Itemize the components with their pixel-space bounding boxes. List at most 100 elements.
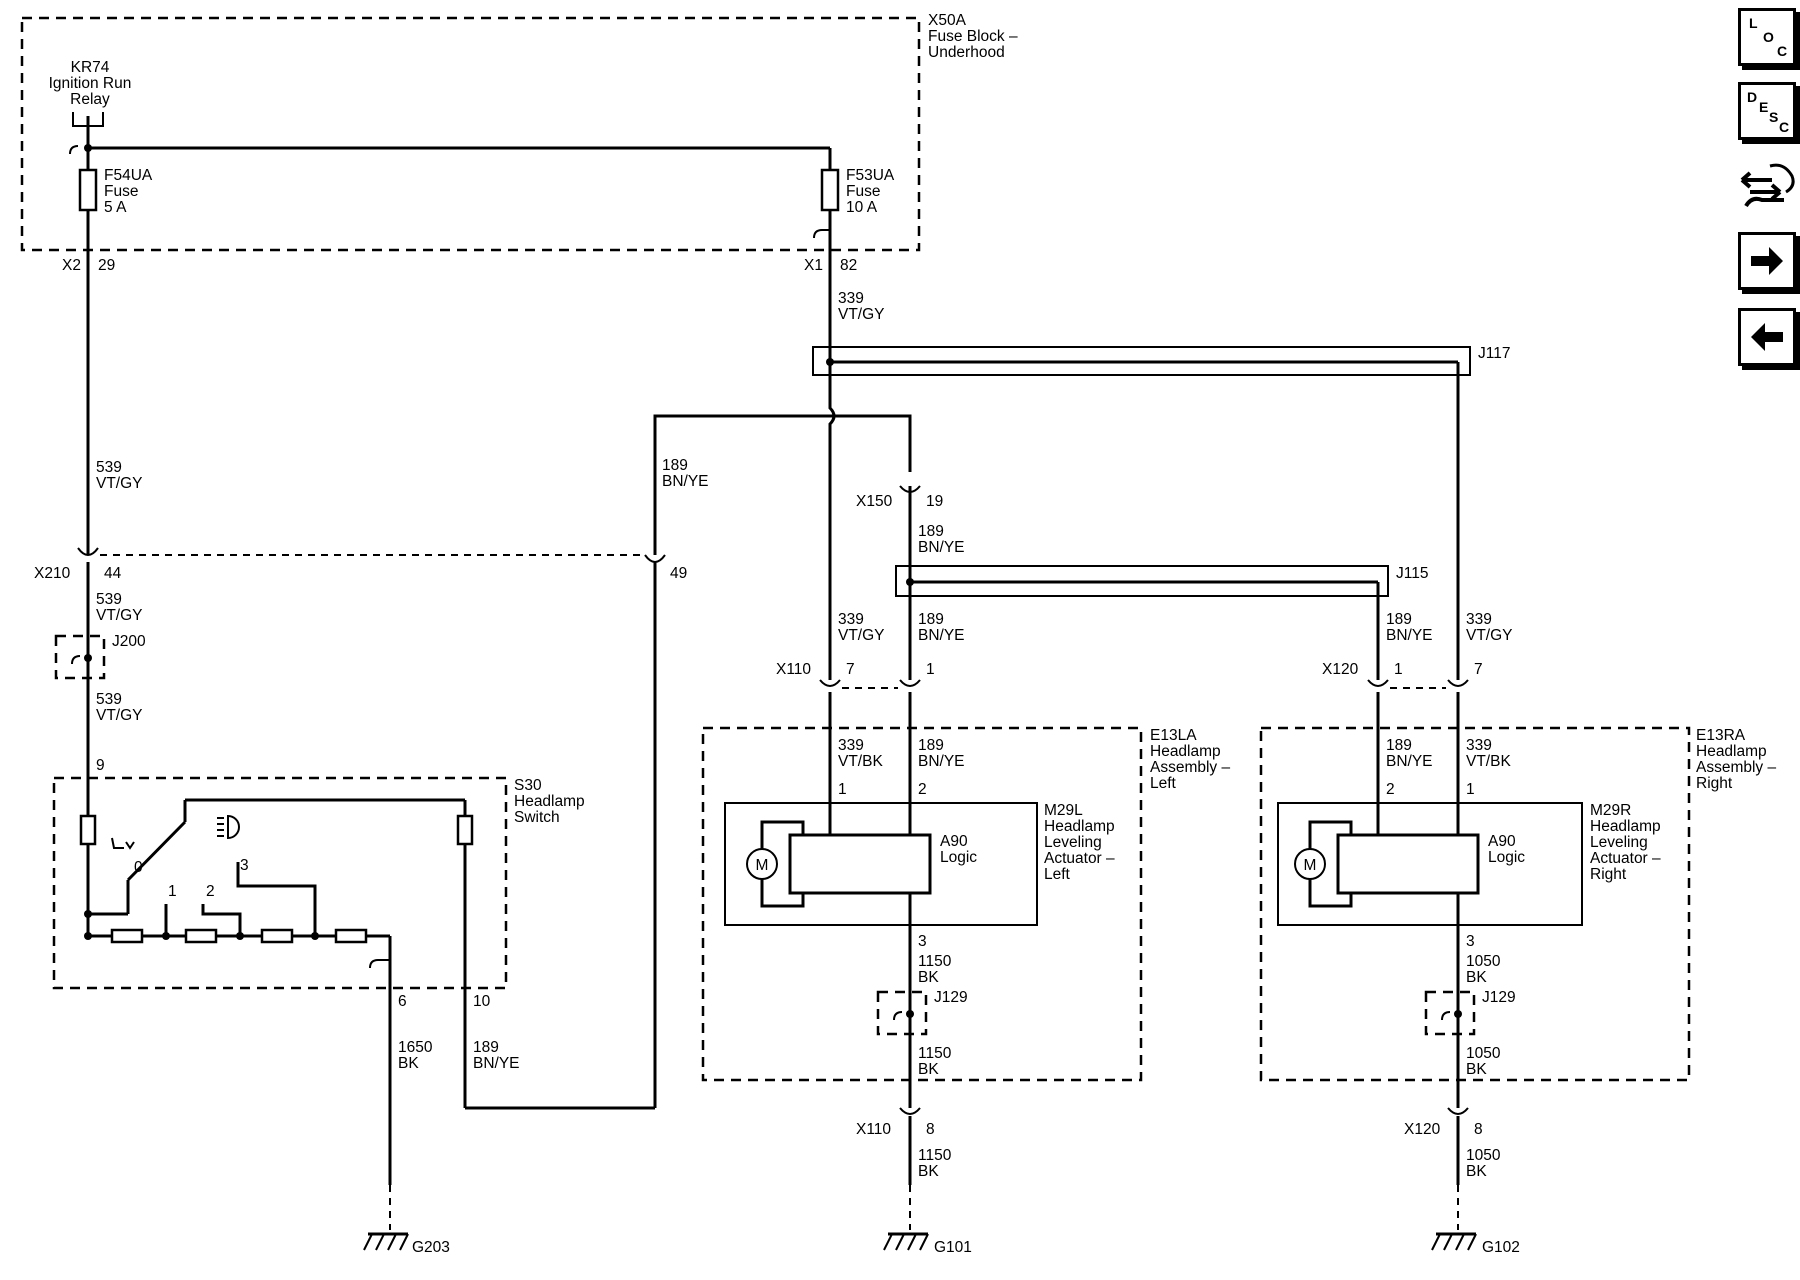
- wire-1650-color: BK: [398, 1055, 419, 1072]
- next-page-button[interactable]: [1738, 232, 1796, 290]
- previous-page-button[interactable]: [1738, 308, 1796, 366]
- fuse-block-desc-1: Fuse Block –: [928, 28, 1018, 45]
- left-actuator-label-5: Left: [1044, 866, 1071, 883]
- connector-x210-pin-44: 44: [104, 565, 122, 582]
- connector-x2-pin: 29: [98, 257, 115, 274]
- wire-189-x120-color: BN/YE: [1386, 627, 1433, 644]
- wire-1050-j129-color: BK: [1466, 1061, 1487, 1078]
- connector-x2: X2: [62, 257, 81, 274]
- ground-g203-label: G203: [412, 1239, 450, 1256]
- connector-x120: X120: [1322, 661, 1359, 678]
- splice-j129-right-outline: [1424, 990, 1476, 1036]
- right-actuator-label-5: Right: [1590, 866, 1627, 883]
- wire-1150-j129-number: 1150: [918, 1045, 952, 1062]
- description-letter-3: S: [1769, 109, 1779, 125]
- ground-g101-label: G101: [934, 1239, 972, 1256]
- wire-189-color: BN/YE: [662, 473, 709, 490]
- right-actuator-label-1: M29R: [1590, 802, 1631, 819]
- connector-x210: X210: [34, 565, 71, 582]
- description-button[interactable]: D E S C: [1738, 82, 1796, 140]
- locator-letter-3: C: [1777, 43, 1788, 59]
- connector-x150-pin: 19: [926, 493, 943, 510]
- description-letter-1: D: [1747, 89, 1758, 105]
- splice-j200-label: J200: [112, 633, 146, 650]
- connector-x110-ground-symbol: [899, 1107, 921, 1115]
- wire-339-x110-number: 339: [838, 611, 864, 628]
- left-logic-module: [788, 833, 932, 895]
- wire-1650-number: 1650: [398, 1039, 433, 1056]
- splice-j129-right-label: J129: [1482, 989, 1516, 1006]
- left-actuator-label-1: M29L: [1044, 802, 1083, 819]
- left-actuator-label-2: Headlamp: [1044, 818, 1115, 835]
- right-logic-module: [1336, 833, 1480, 895]
- right-pin-1: 1: [1466, 781, 1475, 798]
- connector-x120-pin-7: 7: [1474, 661, 1483, 678]
- headlamp-switch-outline: [52, 776, 508, 990]
- right-actuator-label-2: Headlamp: [1590, 818, 1661, 835]
- connector-x120-pin-1: 1: [1394, 661, 1403, 678]
- wire-189-switch-number: 189: [473, 1039, 499, 1056]
- right-actuator-label-4: Actuator –: [1590, 850, 1661, 867]
- right-logic-label-2: Logic: [1488, 849, 1525, 866]
- connector-x210-left-symbol: [77, 547, 99, 556]
- wire-189-left-color: BN/YE: [918, 753, 965, 770]
- switch-park-symbol: [111, 837, 135, 850]
- splice-j129-left-outline: [876, 990, 928, 1036]
- ground-icon-g203: [363, 1232, 409, 1251]
- left-pin-3: 3: [918, 933, 927, 950]
- splice-j129-left-label: J129: [934, 989, 968, 1006]
- splice-j200-symbol: [71, 655, 81, 665]
- splice-pack-j117: [812, 346, 1471, 376]
- connector-x110-symbol-b: [899, 679, 921, 687]
- connector-end-view-icon: [1740, 163, 1795, 208]
- switch-pos-1: 1: [168, 883, 177, 900]
- switch-pos-3: 3: [240, 857, 249, 874]
- wire-189-right-color: BN/YE: [1386, 753, 1433, 770]
- wire-1150-number: 1150: [918, 953, 952, 970]
- fuse-block-desc-2: Underhood: [928, 44, 1005, 61]
- connector-x150: X150: [856, 493, 893, 510]
- wire-339bk-right-color: VT/BK: [1466, 753, 1511, 770]
- wire-189-x150-number: 189: [918, 523, 944, 540]
- fuse-f53ua: [820, 168, 840, 212]
- wire-339bk-left-number: 339: [838, 737, 864, 754]
- left-pin-2: 2: [918, 781, 927, 798]
- previous-page-icon: [1751, 323, 1783, 351]
- wire-339bk-right-number: 339: [1466, 737, 1492, 754]
- splice-j129-left-symbol: [893, 1011, 903, 1021]
- wire-539-j200-number: 539: [96, 691, 122, 708]
- wire-539-j200-color: VT/GY: [96, 707, 143, 724]
- locator-button[interactable]: L O C: [1738, 8, 1796, 66]
- wire-1050-ground-color: BK: [1466, 1163, 1487, 1180]
- wire-1050-ground-number: 1050: [1466, 1147, 1501, 1164]
- left-pin-1: 1: [838, 781, 847, 798]
- ground-icon-g102: [1431, 1232, 1477, 1251]
- switch-resistor-4: [334, 928, 368, 944]
- switch-pos-2: 2: [206, 883, 215, 900]
- splice-j200-outline: [54, 634, 106, 680]
- relay-terminal-symbol: [69, 145, 79, 155]
- relay-label-1: KR74: [71, 59, 110, 76]
- splice-j115-label: J115: [1396, 565, 1428, 582]
- connector-x120-ground: X120: [1404, 1121, 1441, 1138]
- wire-189-x120-number: 189: [1386, 611, 1412, 628]
- wire-1050-color: BK: [1466, 969, 1487, 986]
- switch-left-fuse: [79, 814, 97, 846]
- right-motor-label: M: [1304, 857, 1317, 874]
- connector-x120-symbol-a: [1367, 679, 1389, 687]
- wire-539-x210-number: 539: [96, 591, 122, 608]
- left-actuator-body: [724, 802, 1038, 926]
- wire-1050-j129-number: 1050: [1466, 1045, 1501, 1062]
- connector-end-view-button[interactable]: [1736, 154, 1800, 218]
- switch-pin-6: 6: [398, 993, 407, 1010]
- locator-letter-2: O: [1763, 29, 1774, 45]
- left-assembly-label-3: Assembly –: [1150, 759, 1230, 776]
- connector-x1: X1: [804, 257, 823, 274]
- wire-1150-ground-color: BK: [918, 1163, 939, 1180]
- fuse-f53-label-2: Fuse: [846, 183, 880, 200]
- fuse-f54-label-1: F54UA: [104, 167, 153, 184]
- connector-x210-pin-49: 49: [670, 565, 687, 582]
- right-actuator-body: [1277, 802, 1583, 926]
- wire-339-color: VT/GY: [838, 306, 885, 323]
- switch-label-2: Headlamp: [514, 793, 585, 810]
